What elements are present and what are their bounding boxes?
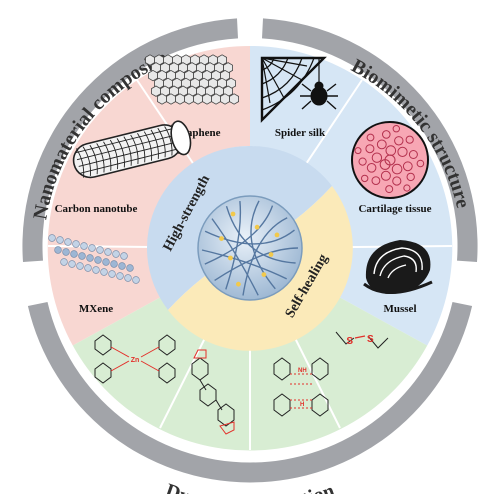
cartilage-tissue-icon	[351, 121, 429, 199]
outer-ring-nano-segment	[22, 18, 238, 263]
network-strands	[201, 200, 299, 296]
spider-web-icon	[260, 56, 338, 123]
cartilage-tissue-label: Cartilage tissue	[358, 203, 431, 215]
nanotube-icon	[72, 120, 192, 179]
spider-silk-label: Spider silk	[275, 127, 326, 139]
hydrogel-network-icon	[197, 195, 303, 301]
mussel-label: Mussel	[384, 303, 417, 315]
sulfur-2: S	[367, 334, 374, 345]
outer-ring-bio-segment	[262, 18, 478, 263]
diels-alder-icon	[191, 349, 235, 435]
sulfur-1: S	[346, 336, 353, 347]
hydrogen-bond-icon: NH H	[273, 357, 329, 417]
outer-ring-dyn-segment	[27, 302, 473, 483]
graphene-lattice-icon	[145, 54, 239, 105]
core: High-strength Self-healing	[146, 145, 353, 351]
nh-label: NH	[298, 368, 307, 374]
carbon-nanotube-label: Carbon nanotube	[55, 203, 138, 215]
disulfide-bond-icon: S S	[335, 331, 389, 349]
mussel-icon	[363, 240, 433, 294]
mxene-label: MXene	[79, 303, 113, 315]
mxene-sheets-icon	[48, 234, 140, 284]
h-label: H	[300, 402, 304, 408]
outer-ring	[22, 18, 478, 483]
metal-center: Zn	[131, 357, 140, 364]
metal-coordination-icon: Zn	[94, 334, 176, 384]
